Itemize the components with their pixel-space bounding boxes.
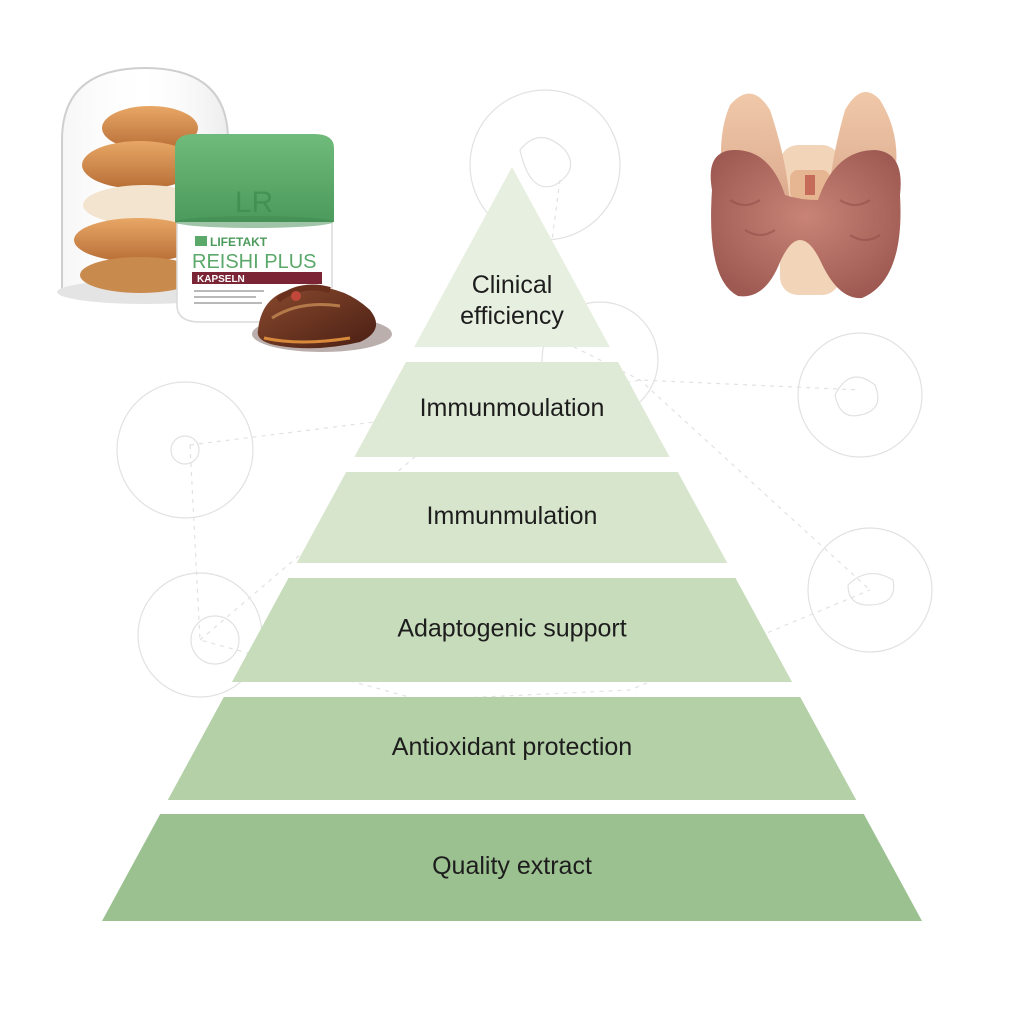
pyramid-tier-3: [296, 472, 728, 563]
pyramid-tier-4-label: Adaptogenic support: [397, 615, 626, 643]
pyramid-tier-2: [354, 362, 670, 457]
pyramid-tier-5-label: Antioxidant protection: [392, 733, 632, 761]
pyramid-tier-6-label: Quality extract: [432, 852, 592, 880]
pyramid-tier-3-label: Immunmulation: [427, 502, 598, 530]
pyramid-tier-1-label: efficiency: [460, 302, 564, 330]
benefit-pyramid: Clinical efficiencyImmunmoulationImmunmul…: [102, 167, 922, 921]
pyramid-tier-4: [231, 578, 793, 682]
product-variant: KAPSELN: [197, 274, 245, 285]
thyroid-gland-icon: [710, 92, 901, 299]
pyramid-tier-6: [102, 814, 922, 921]
brand-logo: LR: [235, 186, 273, 219]
pyramid-tier-2-label: Immunmoulation: [420, 394, 605, 422]
product-name: REISHI PLUS: [192, 251, 316, 273]
brand-name: LIFETAKT: [210, 235, 268, 249]
reishi-mushroom-icon: [252, 284, 392, 352]
pyramid-tier-1-label: Clinical: [472, 271, 553, 299]
pyramid-tier-5: [167, 697, 857, 800]
pyramid-tier-1: [414, 167, 610, 347]
product-illustration: LR LIFETAKT REISHI PLUS KAPSELN: [57, 66, 392, 352]
